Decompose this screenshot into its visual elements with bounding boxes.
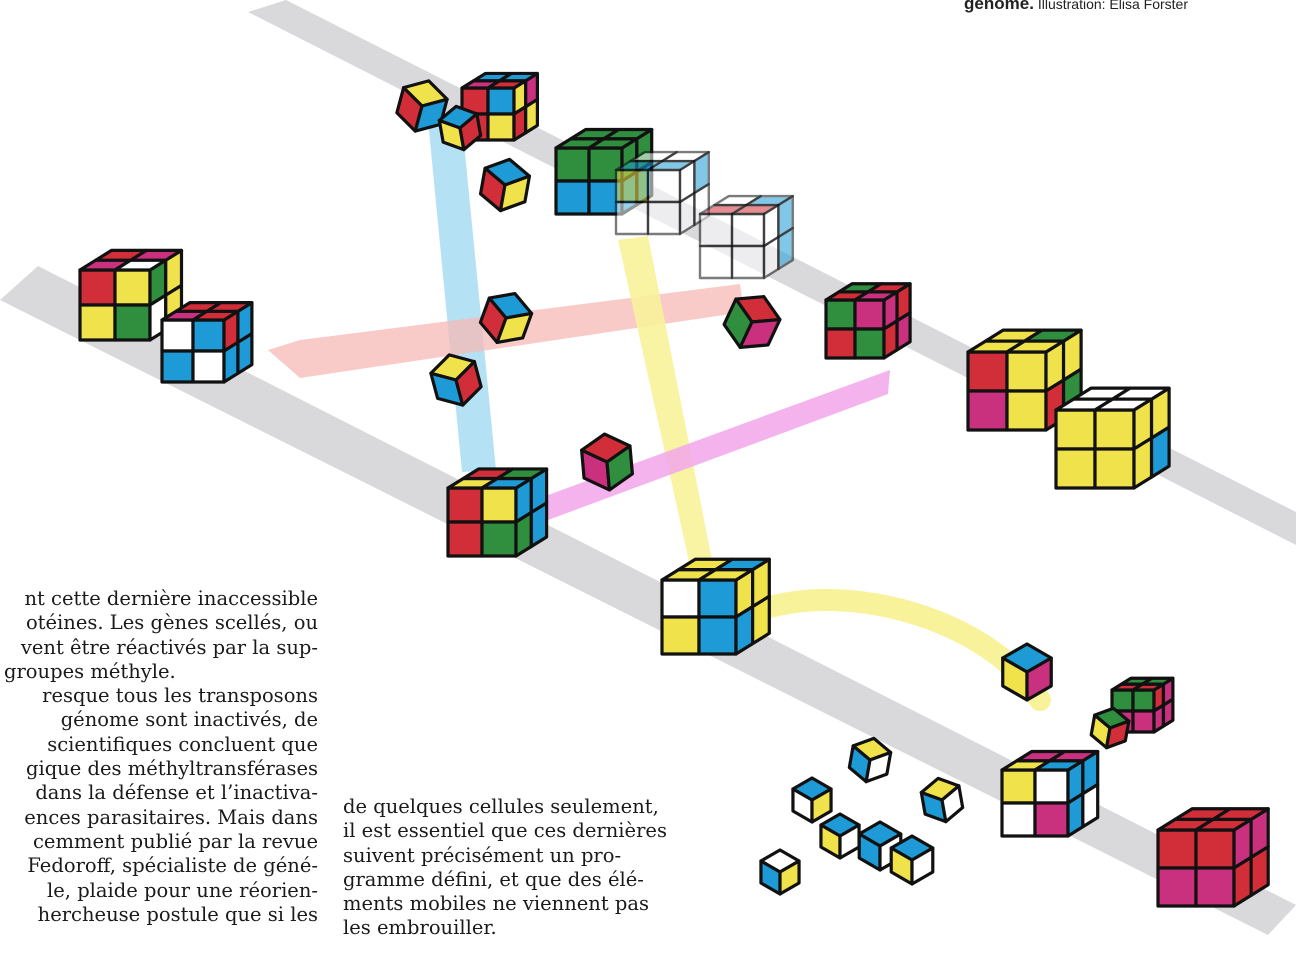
cube-facet [616, 202, 648, 234]
cube-facet [1035, 770, 1068, 803]
cube-facet [1134, 438, 1152, 488]
left-line: nt cette dernière inaccessible [0, 587, 318, 611]
cube-facet [1083, 785, 1098, 827]
cube-facet [616, 170, 648, 202]
right-line: il est essentiel que ces dernières [343, 819, 691, 843]
cube-facet [897, 313, 910, 350]
cube-facet [884, 321, 897, 358]
left-line: vent être réactivés par la sup- [0, 636, 318, 660]
left-line: groupes méthyle. [0, 660, 318, 684]
cube-facet [826, 300, 855, 329]
cube-facet [1152, 427, 1170, 477]
cube-facet [115, 270, 150, 305]
cube-facet [648, 170, 680, 202]
left-line: resque tous les transposons [0, 684, 318, 708]
beam-yellow [618, 236, 712, 566]
cube-facet [115, 305, 150, 340]
cube-facet [482, 488, 516, 522]
cube-facet [732, 214, 764, 246]
left-line: scientifiques concluent que [0, 733, 318, 757]
cube-facet [162, 351, 193, 382]
cube-facet [556, 181, 589, 214]
cube-facet [1068, 794, 1083, 836]
cube-facet [1056, 410, 1095, 449]
cube-facet [1056, 449, 1095, 488]
left-line: otéines. Les gènes scellés, ou [0, 611, 318, 635]
cube-facet [1095, 410, 1134, 449]
cube-facet [662, 617, 699, 654]
left-text-column-clip: nt cette dernière inaccessible otéines. … [0, 587, 318, 954]
left-line: génome sont inactivés, de [0, 708, 318, 732]
left-line: Fedoroff, spécialiste de géné- [0, 854, 318, 878]
cube-facet [238, 334, 252, 374]
cube-facet [1251, 847, 1268, 896]
left-line: ences parasitaires. Mais dans [0, 806, 318, 830]
cube-facet [516, 512, 531, 556]
right-line: suivent précisément un pro- [343, 844, 691, 868]
cube-facet [526, 99, 538, 132]
cube-facet [968, 352, 1007, 391]
cube-facet [1007, 352, 1046, 391]
cube-facet [1095, 449, 1134, 488]
cube-facet [1158, 830, 1196, 868]
cube-facet [488, 88, 514, 114]
cube-facet [514, 107, 526, 140]
cube-facet [699, 580, 736, 617]
cube-facet [1133, 711, 1154, 732]
left-text-column: nt cette dernière inaccessible otéines. … [0, 587, 318, 927]
cube-facet [1133, 690, 1154, 711]
cube-facet [732, 246, 764, 278]
cube-facet [826, 329, 855, 358]
cube-facet [1196, 868, 1234, 906]
cube-facet [855, 329, 884, 358]
figure-caption: génome. Illustration: Elisa Forster [964, 0, 1188, 14]
cube-facet [700, 214, 732, 246]
left-line: gique des méthyltransférases [0, 757, 318, 781]
cube-facet [1007, 391, 1046, 430]
caption-bold: génome. [964, 0, 1034, 13]
cube-facet [193, 320, 224, 351]
cube-facet [1002, 770, 1035, 803]
cube-facet [224, 342, 238, 382]
cube-facet [80, 305, 115, 340]
cube-facet [699, 617, 736, 654]
cube-facet [1002, 803, 1035, 836]
right-text-column: de quelques cellules seulement, il est e… [343, 795, 691, 941]
left-line: le, plaide pour une réorien- [0, 879, 318, 903]
right-line: les embrouiller. [343, 916, 691, 940]
cube-facet [1234, 857, 1251, 906]
cube-facet [531, 503, 546, 547]
cube-facet [193, 351, 224, 382]
cube-facet [488, 114, 514, 140]
left-line: dans la défense et l’inactiva- [0, 781, 318, 805]
cube-facet [482, 522, 516, 556]
cube-facet [448, 488, 482, 522]
cube-facet [448, 522, 482, 556]
cube-facet [1196, 830, 1234, 868]
cube-facet [648, 202, 680, 234]
right-line: gramme défini, et que des élé- [343, 868, 691, 892]
cube-facet [162, 320, 193, 351]
cube-facet [80, 270, 115, 305]
cube-facet [736, 607, 753, 654]
right-line: de quelques cellules seulement, [343, 795, 691, 819]
cube-facet [700, 246, 732, 278]
caption-credit: Illustration: Elisa Forster [1038, 0, 1188, 12]
cube-facet [968, 391, 1007, 430]
cube-facet [855, 300, 884, 329]
cube-facet [1158, 868, 1196, 906]
cube-facet [1035, 803, 1068, 836]
cube-facet [753, 596, 770, 643]
cube-facet [556, 148, 589, 181]
right-line: ments mobiles ne viennent pas [343, 892, 691, 916]
cube-facet [1163, 699, 1172, 726]
cube-facet [662, 580, 699, 617]
left-line: cemment publié par la revue [0, 830, 318, 854]
left-line: hercheuse postule que si les [0, 903, 318, 927]
